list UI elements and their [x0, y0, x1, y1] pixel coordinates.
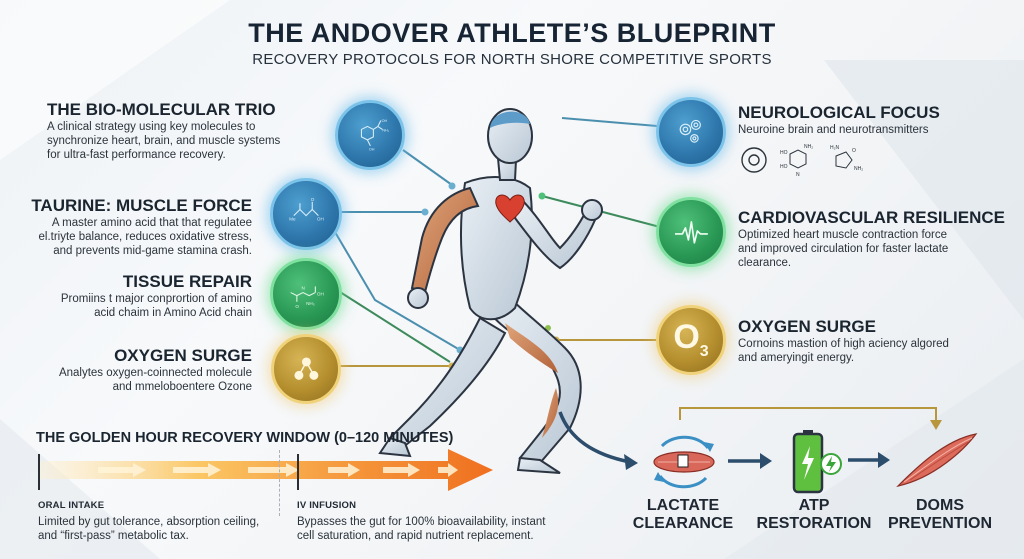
svg-text:OH: OH — [381, 119, 387, 123]
section-tissue-repair: TISSUE REPAIR Promiins t major conprorti… — [0, 272, 252, 320]
neuro-sub-icons: HO NH₂ HO N H₂N O NH₂ — [741, 144, 863, 178]
section-text-line: and improved circulation for faster lact… — [738, 243, 949, 255]
section-heading: OXYGEN SURGE — [738, 317, 876, 336]
phase-text-line: and “first-pass” metabolic tax. — [38, 530, 189, 542]
phase-text-line: Limited by gut tolerance, absorption cei… — [38, 516, 260, 528]
section-text-line: A master amino acid that that regulatee — [51, 217, 252, 229]
background-facet — [824, 60, 1024, 320]
phase-label: ORAL INTAKE — [38, 500, 105, 511]
svg-text:NH₂: NH₂ — [382, 128, 389, 132]
phase-text-line: cell saturation, and rapid nutrient repl… — [297, 530, 534, 542]
flow-step-lactate-clearance: LACTATE CLEARANCE — [632, 497, 734, 532]
golden-hour-arrow — [38, 449, 493, 491]
section-text-line: and prevents mid-game stamina crash. — [53, 245, 252, 257]
section-text-line: acid chaim in Amino Acid chain — [94, 307, 252, 319]
runner-anatomy-figure — [378, 108, 603, 474]
phase-iv-infusion: IV INFUSION Bypasses the gut for 100% bi… — [297, 500, 545, 543]
muscle-fiber-icon — [896, 433, 978, 488]
section-text-line: and mmeloboentere Ozone — [112, 381, 252, 393]
section-cardiovascular-resilience: CARDIOVASCULAR RESILIENCE Optimized hear… — [738, 208, 1005, 270]
battery-charging-icon — [792, 430, 842, 494]
phase-text-line: Bypasses the gut for 100% bioavailabilit… — [297, 516, 546, 528]
section-text-line: and ameryingit energy. — [738, 352, 855, 364]
svg-text:H₂N: H₂N — [830, 145, 840, 151]
golden-hour-title: THE GOLDEN HOUR RECOVERY WINDOW (0–120 M… — [36, 430, 454, 446]
section-heading: OXYGEN SURGE — [114, 346, 252, 365]
amino-acid-molecule-icon: OH NH₂ OH — [335, 100, 405, 170]
phase-divider — [279, 450, 280, 516]
phase-oral-intake: ORAL INTAKE Limited by gut tolerance, ab… — [38, 500, 259, 543]
svg-text:O: O — [852, 148, 856, 154]
neurotransmitter-molecule-icon: H₂N O NH₂ — [830, 145, 863, 172]
flow-step-doms-prevention: DOMS PREVENTION — [887, 497, 992, 532]
svg-text:Me: Me — [289, 216, 296, 221]
section-heading: THE BIO-MOLECULAR TRIO — [47, 100, 276, 119]
section-taurine: TAURINE: MUSCLE FORCE A master amino aci… — [0, 196, 252, 258]
taurine-molecule-icon: Me OH O — [270, 178, 342, 250]
section-text-line: for ultra-fast performance recovery. — [47, 149, 226, 161]
svg-text:HO: HO — [780, 150, 788, 156]
section-oxygen-surge-left: OXYGEN SURGE Analytes oxygen-coinnected … — [0, 346, 252, 394]
svg-text:OH: OH — [368, 147, 374, 151]
neurotransmitter-molecule-icon: HO NH₂ HO N — [780, 144, 813, 178]
section-text-line: Promiins t major conprortion of amino — [60, 293, 252, 305]
page-title: THE ANDOVER ATHLETE’S BLUEPRINT — [248, 18, 776, 48]
svg-text:OH: OH — [317, 216, 324, 221]
section-heading: CARDIOVASCULAR RESILIENCE — [738, 208, 1005, 227]
gears-icon — [656, 97, 726, 167]
o3-symbol: O3 — [673, 318, 709, 360]
section-text-line: synchronize heart, brain, and muscle sys… — [47, 135, 281, 147]
section-text-line: Optimized heart muscle contraction force — [738, 229, 948, 241]
svg-text:OH: OH — [317, 292, 324, 297]
timeline-tick-start — [38, 454, 40, 490]
section-text-line: Cornoins mastion of high aciency algored — [738, 338, 949, 350]
page-subtitle: RECOVERY PROTOCOLS FOR NORTH SHORE COMPE… — [252, 51, 772, 68]
heartbeat-icon — [656, 197, 726, 267]
svg-text:O: O — [295, 304, 299, 309]
section-text-line: el.triyte balance, reduces oxidative str… — [38, 231, 253, 243]
svg-text:N: N — [301, 285, 304, 290]
muscle-cycle-icon — [653, 435, 715, 489]
svg-text:N: N — [796, 172, 800, 178]
section-text-line: A clinical strategy using key molecules … — [47, 121, 256, 133]
peptide-molecule-icon: N NH₃ OH O — [270, 258, 342, 330]
ozone-molecule-icon — [271, 334, 341, 404]
flow-step-atp-restoration: ATP RESTORATION — [756, 497, 872, 532]
section-heading: TISSUE REPAIR — [122, 272, 252, 291]
section-text-line: Analytes oxygen-coinnected molecule — [58, 367, 252, 379]
gear-icon — [741, 147, 767, 173]
section-heading: TAURINE: MUSCLE FORCE — [31, 196, 252, 215]
section-text-line: clearance. — [738, 257, 792, 269]
section-text-line: Neuroine brain and neurotransmitters — [738, 124, 929, 136]
svg-text:NH₃: NH₃ — [306, 301, 315, 306]
phase-label: IV INFUSION — [297, 500, 357, 511]
svg-text:HO: HO — [780, 164, 788, 170]
timeline-tick-iv — [297, 454, 299, 490]
section-oxygen-surge-right: OXYGEN SURGE Cornoins mastion of high ac… — [738, 317, 949, 365]
ozone-o3-icon: O3 — [656, 305, 726, 375]
svg-text:O: O — [311, 197, 315, 202]
section-neurological-focus: NEUROLOGICAL FOCUS Neuroine brain and ne… — [738, 103, 940, 137]
svg-text:NH₂: NH₂ — [804, 144, 813, 150]
section-bio-molecular-trio: THE BIO-MOLECULAR TRIO A clinical strate… — [47, 100, 280, 162]
svg-text:NH₂: NH₂ — [854, 166, 863, 172]
section-heading: NEUROLOGICAL FOCUS — [738, 103, 940, 122]
